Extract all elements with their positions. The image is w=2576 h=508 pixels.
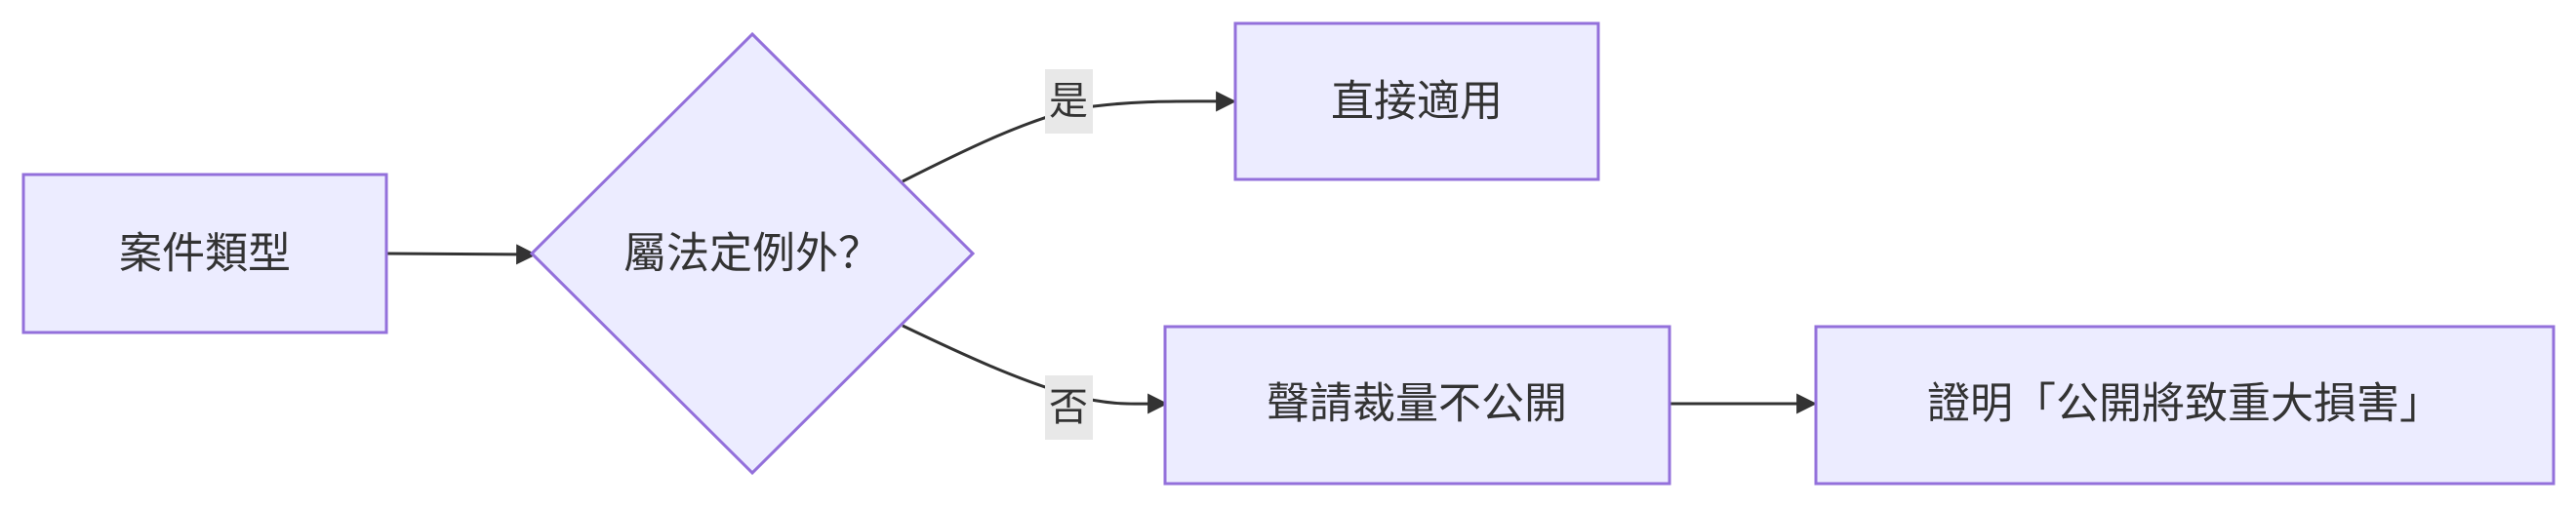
node-is-exception-diamond — [529, 31, 976, 476]
node-case-type-box — [21, 173, 388, 334]
edge-label-yes-text: 是 — [1049, 79, 1088, 124]
node-apply-ruling-box — [1163, 325, 1671, 486]
node-case-type[interactable]: 案件類型 — [21, 173, 388, 334]
node-apply-ruling-label: 聲請裁量不公開 — [1267, 379, 1567, 429]
node-direct-apply-label: 直接適用 — [1331, 77, 1503, 127]
node-is-exception-label: 屬法定例外？ — [624, 229, 881, 279]
edge-label-no: 否 — [1045, 375, 1093, 440]
node-prove-harm-box — [1814, 325, 2556, 486]
edge-label-yes-background — [1045, 69, 1093, 134]
node-prove-harm-label: 證明「公開將致重大損害」 — [1927, 379, 2442, 429]
edge-label-yes: 是 — [1045, 69, 1093, 134]
node-is-exception[interactable]: 屬法定例外？ — [529, 31, 976, 476]
edge-label-no-background — [1045, 375, 1093, 440]
node-direct-apply-box — [1233, 21, 1600, 181]
node-case-type-label: 案件類型 — [119, 229, 291, 279]
node-apply-ruling[interactable]: 聲請裁量不公開 — [1163, 325, 1671, 486]
node-prove-harm[interactable]: 證明「公開將致重大損害」 — [1814, 325, 2556, 486]
node-direct-apply[interactable]: 直接適用 — [1233, 21, 1600, 181]
edge-label-no-text: 否 — [1049, 385, 1088, 430]
edge-exception-to-apply-ruling — [902, 324, 1169, 414]
